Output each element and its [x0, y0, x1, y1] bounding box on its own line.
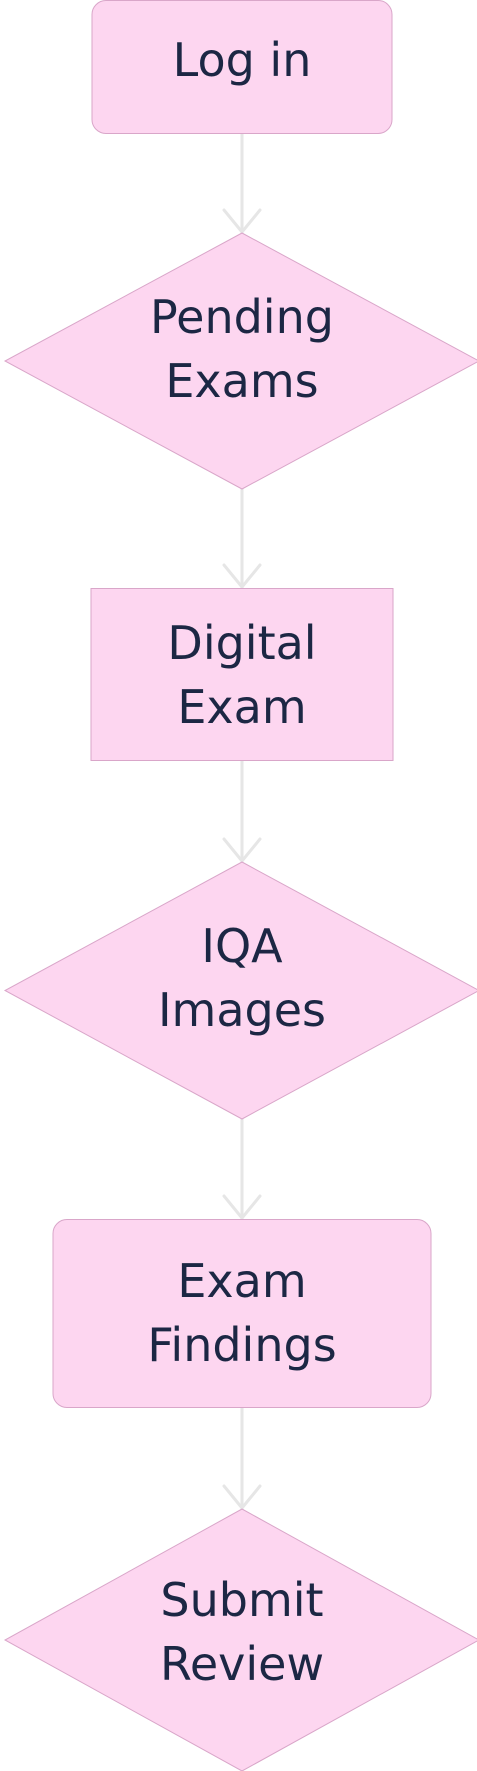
node-label: IQA: [201, 919, 283, 973]
edge-findings-to-submit: [222, 1406, 262, 1511]
node-label: Pending: [150, 290, 334, 344]
diamond-shape: [3, 861, 477, 1120]
node-label: Log in: [173, 33, 312, 87]
arrowhead-icon: [222, 1484, 262, 1510]
node-label: Exam: [177, 1254, 306, 1308]
edge-pending-to-digital: [222, 487, 262, 590]
rounded-rect-shape: [91, 0, 393, 134]
node-label: Images: [158, 983, 326, 1037]
edge-login-to-pending: [222, 132, 262, 235]
edge-digital-to-iqa: [222, 759, 262, 864]
node-label: Findings: [147, 1318, 336, 1372]
arrowhead-icon: [222, 837, 262, 863]
arrowhead-icon: [222, 208, 262, 234]
arrowhead-icon: [222, 563, 262, 589]
rect-shape: [90, 588, 394, 761]
diamond-shape: [3, 1508, 477, 1771]
rounded-rect-shape: [52, 1219, 432, 1408]
edge-iqa-to-findings: [222, 1117, 262, 1221]
node-label: Digital: [167, 616, 316, 670]
nodes-layer: Log inPendingExamsDigitalExamIQAImagesEx…: [3, 0, 477, 1771]
node-iqa: IQA Images: [3, 861, 477, 1120]
edges-layer: [222, 132, 262, 1511]
diamond-shape: [3, 232, 477, 490]
node-label: Exam: [177, 680, 306, 734]
arrowhead-icon: [222, 1194, 262, 1220]
node-login: Log in: [91, 0, 393, 134]
node-label: Exams: [165, 354, 318, 408]
node-label: Submit: [160, 1573, 323, 1627]
node-label: Review: [160, 1637, 324, 1691]
